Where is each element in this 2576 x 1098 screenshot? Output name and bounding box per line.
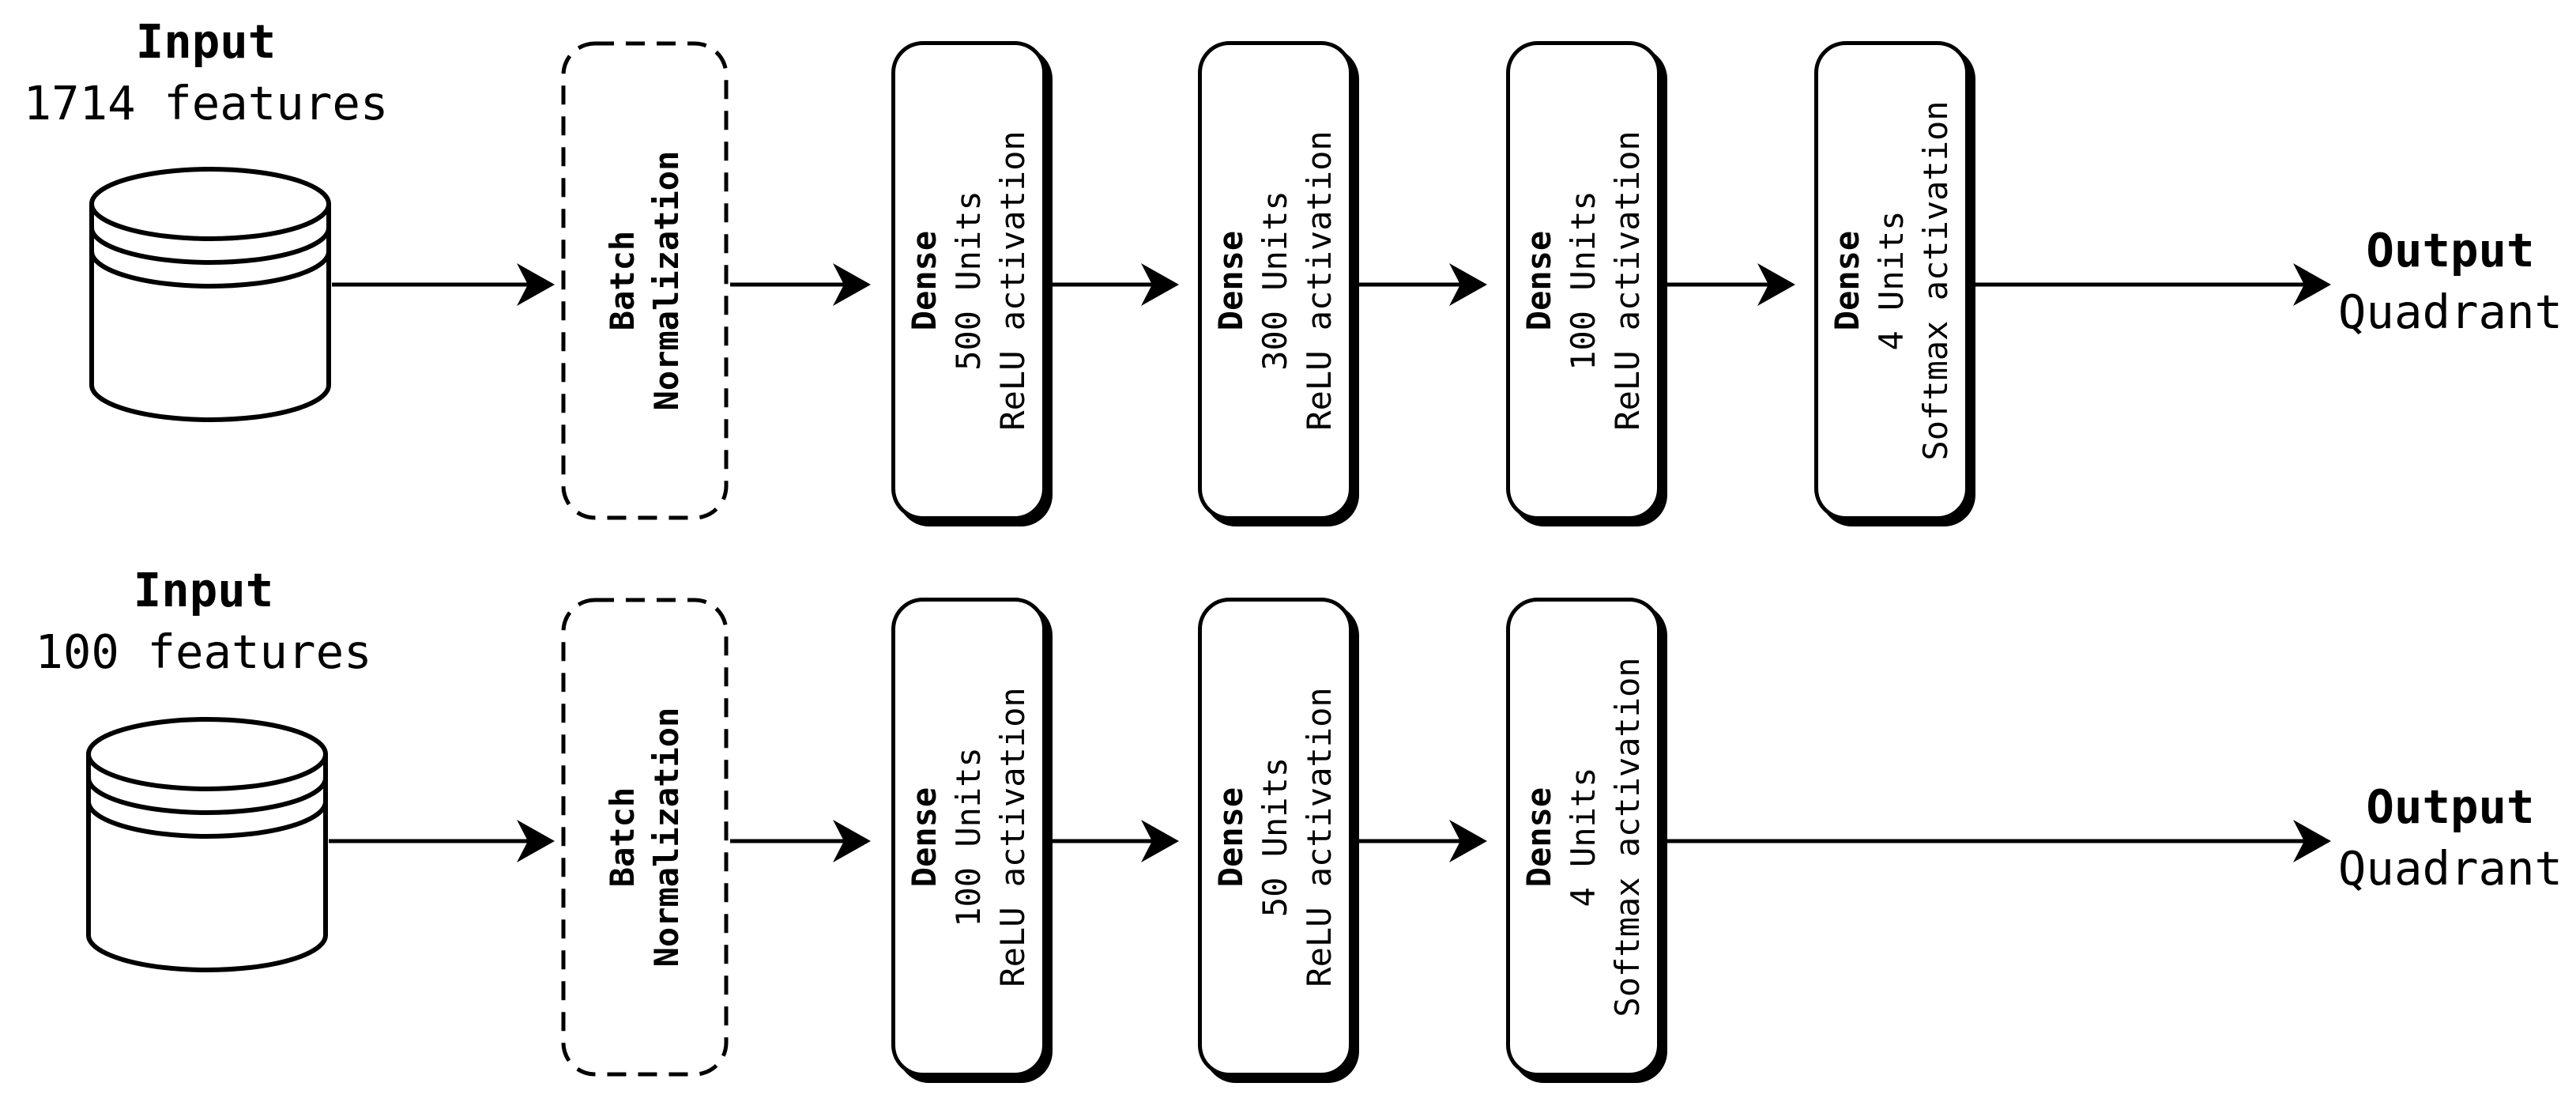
dense-activation: ReLU activation: [1300, 130, 1339, 431]
output-value: Quadrant: [2337, 841, 2563, 896]
input-title: Input: [135, 14, 277, 69]
batch-norm-title: Batch: [603, 787, 642, 888]
output-label-r2: Output Quadrant: [2328, 776, 2573, 900]
dense-title: Dense: [1520, 230, 1558, 331]
batch-norm-border: [561, 598, 729, 1077]
dense-activation: Softmax activation: [1608, 657, 1647, 1017]
dense-units: 100 Units: [1564, 191, 1602, 371]
dense-label: Dense 4 Units Softmax activation: [1825, 41, 1958, 520]
dense-box-r2-50: Dense 50 Units ReLU activation: [1198, 598, 1353, 1077]
dense-title: Dense: [1211, 230, 1250, 331]
output-title: Output: [2366, 223, 2535, 277]
batch-norm-border: [561, 41, 729, 520]
dense-activation: ReLU activation: [1300, 687, 1339, 987]
dense-box-r2-4: Dense 4 Units Softmax activation: [1506, 598, 1661, 1077]
dense-activation: Softmax activation: [1916, 100, 1955, 461]
database-cylinder-icon: [89, 167, 331, 422]
batch-norm-box-r1: Batch Normalization: [561, 41, 729, 520]
dense-label: Dense 500 Units ReLU activation: [902, 41, 1035, 520]
dense-box-r1-100: Dense 100 Units ReLU activation: [1506, 41, 1661, 520]
batch-norm-label: Batch Normalization: [601, 41, 689, 520]
dense-label: Dense 300 Units ReLU activation: [1209, 41, 1342, 520]
output-label-r1: Output Quadrant: [2328, 220, 2573, 343]
dense-label: Dense 4 Units Softmax activation: [1517, 598, 1650, 1077]
dense-box-r1-4: Dense 4 Units Softmax activation: [1814, 41, 1969, 520]
dense-title: Dense: [1211, 787, 1250, 888]
dense-label: Dense 50 Units ReLU activation: [1209, 598, 1342, 1077]
batch-norm-label: Batch Normalization: [601, 598, 689, 1077]
batch-norm-title: Batch: [603, 230, 642, 331]
dense-box-r1-300: Dense 300 Units ReLU activation: [1198, 41, 1353, 520]
input-label-r1: Input 1714 features: [22, 11, 390, 134]
dense-activation: ReLU activation: [993, 687, 1032, 987]
input-feature-count: 100 features: [35, 624, 372, 679]
dense-label: Dense 100 Units ReLU activation: [902, 598, 1035, 1077]
dense-box-r1-500: Dense 500 Units ReLU activation: [891, 41, 1046, 520]
dense-units: 4 Units: [1564, 767, 1602, 907]
output-title: Output: [2366, 779, 2535, 834]
input-title: Input: [133, 563, 274, 617]
database-cylinder-icon: [86, 717, 328, 972]
dense-units: 100 Units: [949, 747, 988, 927]
dense-title: Dense: [1828, 230, 1866, 331]
dense-units: 50 Units: [1256, 757, 1294, 918]
dense-title: Dense: [905, 230, 943, 331]
dense-units: 300 Units: [1256, 191, 1294, 371]
dense-title: Dense: [1520, 787, 1558, 888]
batch-norm-subtitle: Normalization: [647, 150, 686, 411]
dense-label: Dense 100 Units ReLU activation: [1517, 41, 1650, 520]
output-value: Quadrant: [2337, 285, 2563, 339]
dense-activation: ReLU activation: [993, 130, 1032, 431]
dense-units: 500 Units: [949, 191, 988, 371]
batch-norm-box-r2: Batch Normalization: [561, 598, 729, 1077]
dense-title: Dense: [905, 787, 943, 888]
dense-activation: ReLU activation: [1608, 130, 1647, 431]
input-feature-count: 1714 features: [23, 76, 389, 130]
batch-norm-subtitle: Normalization: [647, 707, 686, 968]
input-label-r2: Input 100 features: [20, 560, 387, 683]
dense-box-r2-100: Dense 100 Units ReLU activation: [891, 598, 1046, 1077]
dense-units: 4 Units: [1872, 210, 1911, 351]
